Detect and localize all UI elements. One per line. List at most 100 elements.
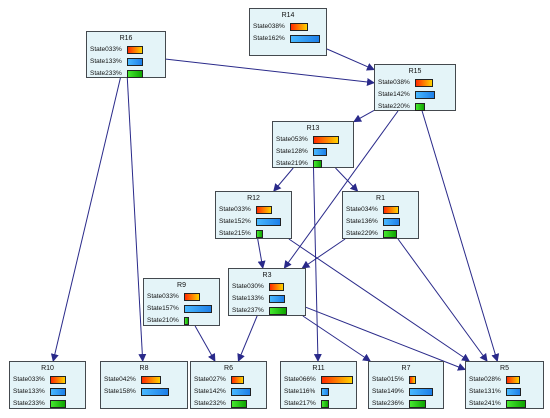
state-row: State157% bbox=[147, 304, 216, 314]
probability-bar bbox=[409, 388, 433, 396]
edge-r12-to-r5 bbox=[288, 238, 470, 362]
state-label: State038% bbox=[378, 79, 410, 87]
state-label: State028% bbox=[469, 376, 501, 384]
probability-bar-track bbox=[409, 388, 441, 396]
state-value: 17% bbox=[302, 400, 316, 407]
state-name: State2 bbox=[276, 160, 295, 167]
state-label: State237% bbox=[232, 307, 264, 315]
edge-r13-to-r12 bbox=[273, 167, 294, 192]
state-label: State236% bbox=[372, 400, 404, 408]
state-value: 33% bbox=[250, 295, 264, 302]
state-label: State162% bbox=[253, 35, 285, 43]
state-row: State241% bbox=[469, 399, 540, 409]
state-label: State136% bbox=[346, 218, 378, 226]
edge-r15-to-r5 bbox=[421, 110, 500, 362]
state-label: State133% bbox=[13, 388, 45, 396]
state-label: State038% bbox=[253, 23, 285, 31]
state-row: State162% bbox=[253, 34, 323, 44]
state-value: 33% bbox=[165, 293, 179, 300]
probability-bar bbox=[506, 376, 520, 384]
state-label: State232% bbox=[194, 400, 226, 408]
state-row: State233% bbox=[90, 69, 162, 79]
probability-bar-track bbox=[313, 160, 345, 168]
state-name: State0 bbox=[13, 376, 32, 383]
probability-bar bbox=[50, 388, 66, 396]
probability-bar bbox=[383, 230, 397, 238]
probability-bar bbox=[141, 376, 161, 384]
state-label: State042% bbox=[104, 376, 136, 384]
probability-bar bbox=[321, 400, 329, 408]
edge-r3-to-r6 bbox=[237, 315, 258, 362]
state-row: State042% bbox=[104, 375, 184, 385]
probability-bar bbox=[415, 91, 435, 99]
probability-bar bbox=[269, 283, 284, 291]
state-name: State2 bbox=[378, 103, 397, 110]
state-row: State131% bbox=[469, 387, 540, 397]
state-value: 57% bbox=[165, 305, 179, 312]
state-name: State1 bbox=[372, 388, 391, 395]
edge-r12-to-r3 bbox=[257, 238, 266, 269]
node-title: R14 bbox=[281, 12, 295, 19]
state-row: State142% bbox=[194, 387, 263, 397]
probability-bar bbox=[184, 293, 200, 301]
edge-r14-to-r15 bbox=[326, 48, 375, 71]
state-label: State157% bbox=[147, 305, 179, 313]
state-row: State133% bbox=[232, 294, 302, 304]
edge-r1-to-r3 bbox=[301, 238, 346, 269]
state-label: State133% bbox=[90, 58, 122, 66]
state-value: 16% bbox=[302, 388, 316, 395]
state-row: State033% bbox=[147, 292, 216, 302]
probability-bar-track bbox=[269, 307, 301, 315]
state-label: State033% bbox=[90, 46, 122, 54]
state-value: 42% bbox=[396, 91, 410, 98]
probability-bar bbox=[256, 230, 263, 238]
state-name: State0 bbox=[276, 136, 295, 143]
state-label: State142% bbox=[194, 388, 226, 396]
edge-r15-to-r13 bbox=[353, 109, 375, 123]
state-label: State233% bbox=[90, 70, 122, 78]
state-label: State220% bbox=[378, 103, 410, 111]
state-label: State053% bbox=[276, 136, 308, 144]
state-value: 36% bbox=[390, 400, 404, 407]
probability-bar-track bbox=[415, 79, 447, 87]
node-title: R10 bbox=[41, 365, 54, 372]
probability-bar bbox=[290, 23, 308, 31]
state-value: 33% bbox=[108, 58, 122, 65]
state-row: State136% bbox=[346, 217, 415, 227]
edge-r13-to-r11 bbox=[313, 167, 322, 362]
state-label: State033% bbox=[147, 293, 179, 301]
edge-r3-to-r7 bbox=[302, 315, 371, 362]
state-row: State217% bbox=[284, 399, 353, 409]
state-name: State1 bbox=[469, 388, 488, 395]
state-value: 33% bbox=[31, 376, 45, 383]
state-value: 53% bbox=[294, 136, 308, 143]
probability-bar-track bbox=[321, 388, 353, 396]
state-value: 52% bbox=[237, 218, 251, 225]
state-name: State1 bbox=[13, 388, 32, 395]
state-label: State033% bbox=[13, 376, 45, 384]
state-name: State1 bbox=[284, 388, 303, 395]
probability-bar bbox=[313, 160, 322, 168]
state-name: State2 bbox=[232, 307, 251, 314]
state-value: 49% bbox=[390, 388, 404, 395]
node-title: R7 bbox=[401, 365, 411, 372]
probability-bar-track bbox=[256, 206, 288, 214]
edge-r3-to-r5 bbox=[305, 306, 466, 371]
state-value: 42% bbox=[212, 388, 226, 395]
state-label: State142% bbox=[378, 91, 410, 99]
state-row: State152% bbox=[219, 217, 288, 227]
